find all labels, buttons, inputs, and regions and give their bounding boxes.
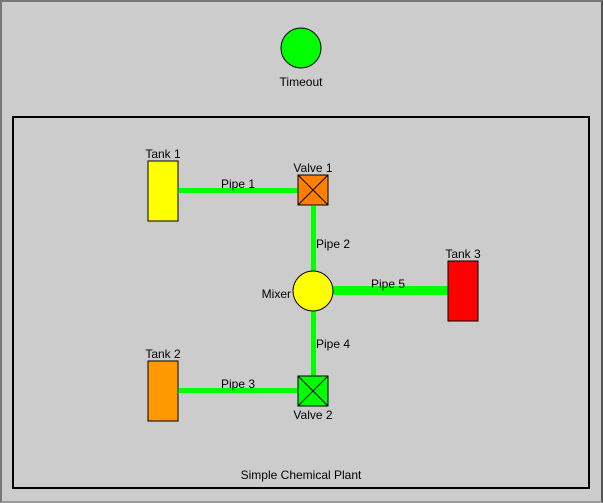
valve-1-label: Valve 1 [293,161,332,175]
pipe-5[interactable] [333,286,448,295]
pipe-4-label: Pipe 4 [316,337,350,351]
timeout-label: Timeout [280,75,324,89]
pipe-5-label: Pipe 5 [371,277,405,291]
timeout-indicator-light [280,27,322,69]
tank-1[interactable] [147,160,179,222]
pipe-1[interactable] [179,188,299,193]
valve-2[interactable] [297,375,329,407]
plant-title: Simple Chemical Plant [241,468,362,482]
pipe-4[interactable] [311,311,316,377]
tank-2[interactable] [147,360,179,422]
tank-1-label: Tank 1 [145,147,181,161]
valve-1-cross-icon [297,174,329,206]
tank-3[interactable] [447,260,479,322]
pipe-1-label: Pipe 1 [221,177,255,191]
pipe-3-label: Pipe 3 [221,377,255,391]
mixer[interactable] [292,270,334,312]
valve-2-label: Valve 2 [293,408,332,422]
pipe-2[interactable] [311,206,316,272]
tank-2-label: Tank 2 [145,347,181,361]
tank-3-label: Tank 3 [445,247,481,261]
pipe-2-label: Pipe 2 [316,237,350,251]
valve-2-cross-icon [297,375,329,407]
pipe-3[interactable] [179,388,299,393]
mixer-label: Mixer [262,287,291,301]
valve-1[interactable] [297,174,329,206]
